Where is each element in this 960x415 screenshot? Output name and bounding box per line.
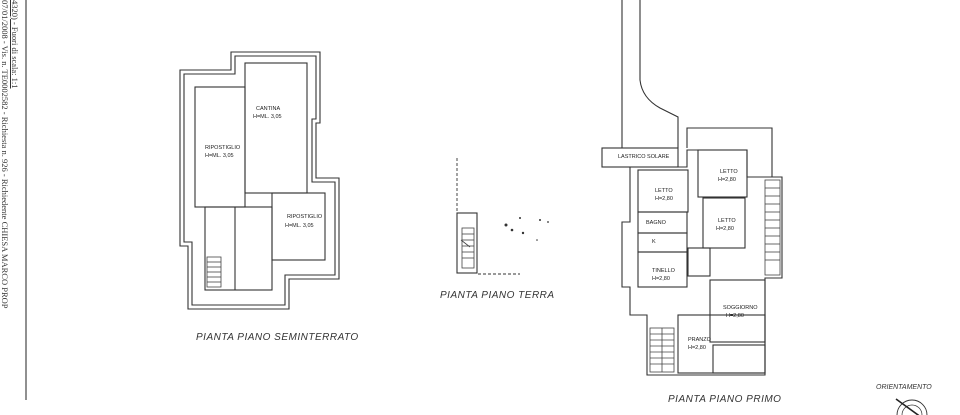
room-pranzo: PRANZO (688, 337, 712, 343)
room-ripostiglio-2-height: H=ML. 3,05 (285, 223, 314, 229)
room-soggiorno: SOGGIORNO (723, 305, 758, 311)
room-pranzo-height: H=2,80 (688, 345, 706, 351)
room-cantina: CANTINA (256, 106, 280, 112)
stair-icon (649, 327, 675, 373)
orientation: ORIENTAMENTO (876, 384, 932, 415)
stair-icon (460, 227, 475, 269)
room-letto-3-height: H=2,80 (716, 226, 734, 232)
room-lastrico-solare: LASTRICO SOLARE (618, 154, 670, 160)
plan-title-terra: PIANTA PIANO TERRA (440, 290, 555, 301)
stair-icon (206, 256, 222, 288)
plan-title-primo: PIANTA PIANO PRIMO (668, 394, 781, 405)
compass-north-arrow-icon (895, 398, 928, 415)
room-cantina-height: H=ML. 3,05 (253, 114, 282, 120)
room-tinello-height: H=2,80 (652, 276, 670, 282)
plan-terra: PIANTA PIANO TERRA (440, 158, 555, 301)
room-letto-2: LETTO (720, 169, 738, 175)
room-letto-1-height: H=2,80 (655, 196, 673, 202)
plan-seminterrato: CANTINA H=ML. 3,05 RIPOSTIGLIO H=ML. 3,0… (179, 51, 359, 343)
room-letto-1: LETTO (655, 188, 673, 194)
room-soggiorno-height: H=2,80 (726, 313, 744, 319)
plan-primo: LASTRICO SOLARE LETTO H=2,80 LETTO H=2,8… (601, 0, 783, 405)
stair-icon (764, 179, 781, 276)
room-k: K (652, 239, 656, 245)
room-ripostiglio-height: H=ML. 3,05 (205, 153, 234, 159)
room-letto-3: LETTO (718, 218, 736, 224)
room-ripostiglio-2: RIPOSTIGLIO (287, 214, 323, 220)
orientation-label: ORIENTAMENTO (876, 384, 932, 391)
plan-title-seminterrato: PIANTA PIANO SEMINTERRATO (196, 332, 359, 343)
room-letto-2-height: H=2,80 (718, 177, 736, 183)
room-tinello: TINELLO (652, 268, 676, 274)
room-ripostiglio: RIPOSTIGLIO (205, 145, 241, 151)
room-bagno: BAGNO (646, 220, 667, 226)
